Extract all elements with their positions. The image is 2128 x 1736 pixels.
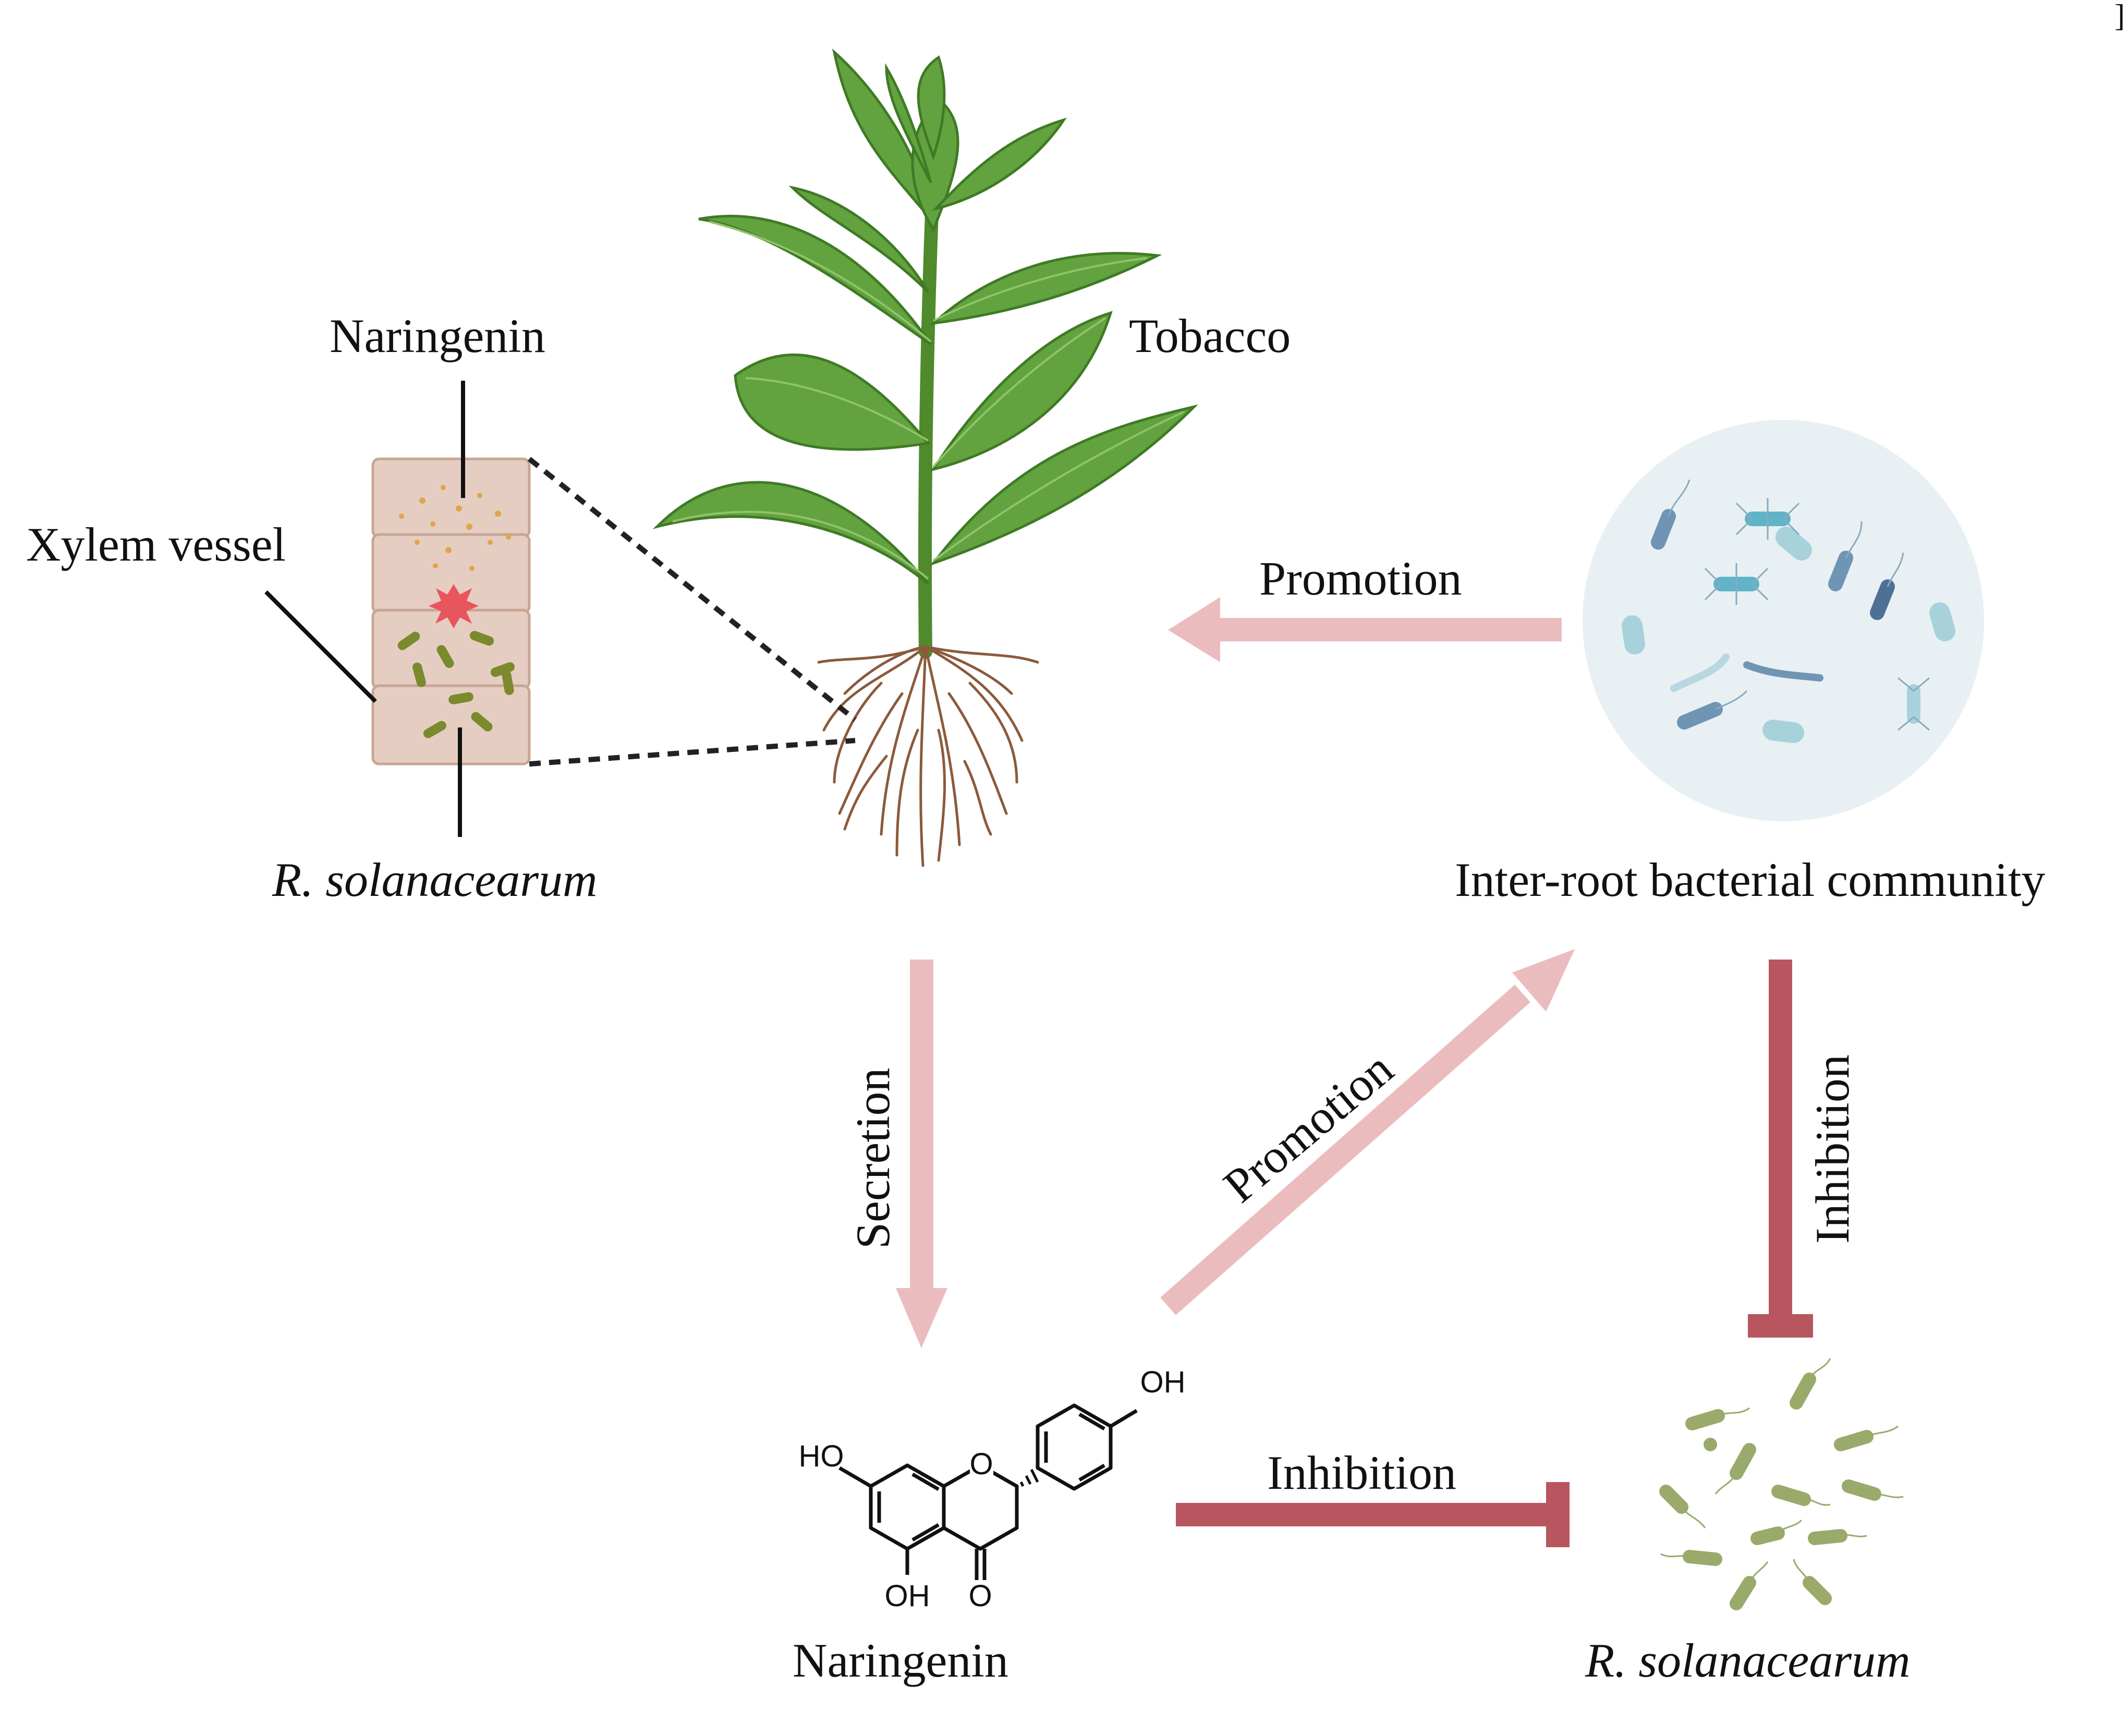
rs-left-label: R. solanacearum [272, 853, 597, 906]
naringenin-dots [399, 485, 511, 571]
hydroxyl-top-label: OH [1140, 1365, 1186, 1399]
corner-mark: ] [2114, 0, 2125, 33]
xylem-vessel-label: Xylem vessel [26, 518, 286, 571]
naringenin-atom-labels: O HO OH OH O [799, 1365, 1186, 1613]
promotion-arrow-to-community [1160, 949, 1575, 1315]
ring-oxygen-label: O [969, 1447, 993, 1481]
inhibition-right-label: Inhibition [1806, 1054, 1859, 1244]
secretion-label: Secretion [846, 1068, 899, 1249]
rs-bacteria-cluster [1659, 1358, 1904, 1610]
bacterial-community-illustration [1583, 420, 1984, 821]
secretion-arrow [896, 960, 947, 1348]
inhibition-bar-bottom [1176, 1482, 1570, 1547]
zoom-dashed-lines [527, 457, 857, 767]
tobacco-plant [652, 48, 1198, 867]
community-label: Inter-root bacterial community [1455, 853, 2045, 906]
promotion-arrow-to-tobacco [1168, 597, 1562, 662]
leader-lines [264, 381, 465, 837]
ketone-oxygen-label: O [968, 1579, 992, 1613]
xylem-bacteria [397, 630, 515, 738]
inhibition-bottom-label: Inhibition [1267, 1446, 1456, 1499]
naringenin-bottom-label: Naringenin [793, 1634, 1008, 1687]
hydroxyl-bottom-label: OH [885, 1579, 930, 1613]
promotion-top-label: Promotion [1259, 552, 1462, 605]
burst-icon [429, 584, 479, 628]
naringenin-top-label: Naringenin [330, 309, 545, 362]
tobacco-label: Tobacco [1129, 309, 1291, 362]
xylem-vessel-illustration [371, 457, 531, 766]
rs-bottom-label: R. solanacearum [1585, 1634, 1910, 1687]
naringenin-structure [838, 1403, 1138, 1580]
arrows [896, 597, 1813, 1547]
inhibition-bar-right [1748, 960, 1813, 1338]
hydroxyl-left-label: HO [799, 1439, 844, 1473]
